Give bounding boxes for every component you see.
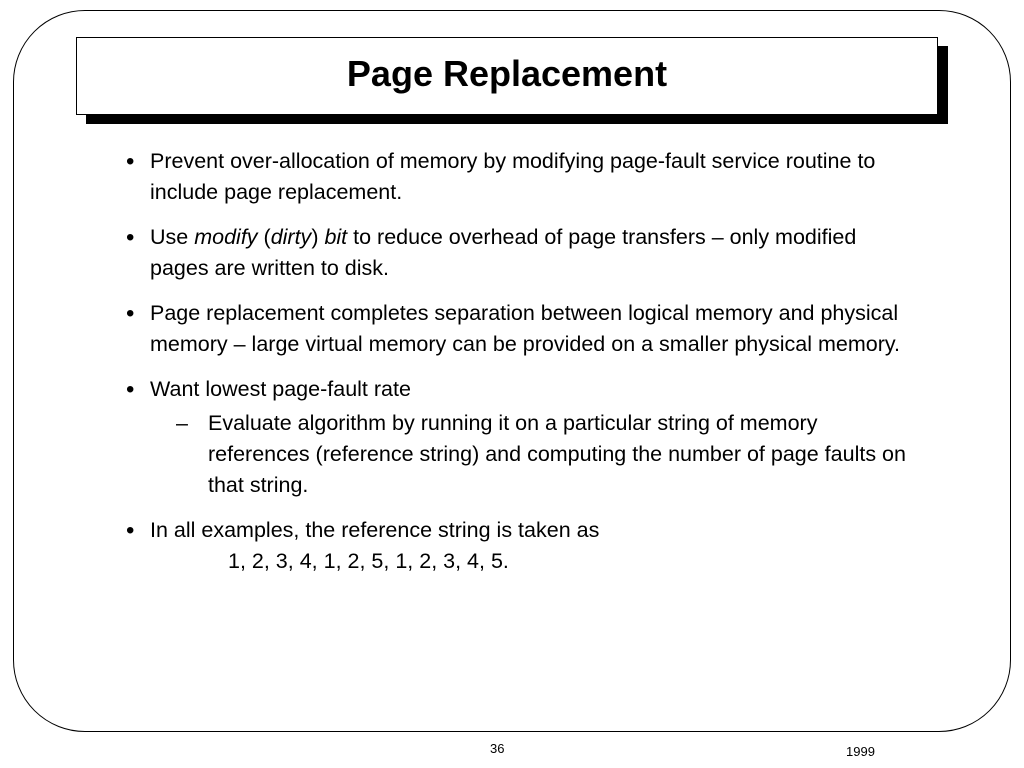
slide-frame: [13, 10, 1011, 732]
bullet-dot: •: [126, 148, 135, 175]
bullet-dot: •: [126, 224, 135, 251]
bullet-term-modify: modify: [194, 225, 258, 249]
page-number: 36: [490, 741, 505, 756]
bullet-item-3: • Page replacement completes separation …: [118, 298, 918, 360]
bullet-item-5: • In all examples, the reference string …: [118, 515, 918, 577]
bullet-text: Page replacement completes separation be…: [150, 301, 900, 356]
bullet-item-1: • Prevent over-allocation of memory by m…: [118, 146, 918, 208]
reference-string: 1, 2, 3, 4, 1, 2, 5, 1, 2, 3, 4, 5.: [228, 549, 509, 573]
bullet-dot: •: [126, 517, 135, 544]
bullet-text: In all examples, the reference string is…: [150, 518, 600, 542]
bullet-text-prefix: Use: [150, 225, 195, 249]
bullet-item-4: • Want lowest page-fault rate – Evaluate…: [118, 374, 918, 501]
slide-title: Page Replacement: [346, 53, 668, 94]
slide-content: • Prevent over-allocation of memory by m…: [118, 146, 918, 591]
bullet-term-bit: bit: [324, 225, 348, 249]
bullet-dot: •: [126, 300, 135, 327]
bullet-open-paren: (: [257, 225, 271, 249]
footer-year: 1999: [846, 744, 875, 759]
title-box: Page Replacement: [76, 37, 938, 115]
bullet-text: Prevent over-allocation of memory by mod…: [150, 149, 876, 204]
bullet-item-2: • Use modify (dirty) bit to reduce overh…: [118, 222, 918, 284]
bullet-term-dirty: dirty: [270, 225, 312, 249]
sub-bullet-text: Evaluate algorithm by running it on a pa…: [208, 411, 906, 497]
sub-bullet-item: – Evaluate algorithm by running it on a …: [150, 408, 918, 501]
bullet-close-paren: ): [311, 225, 325, 249]
bullet-text-suffix: to reduce overhead of page transfers – o…: [150, 225, 857, 280]
sub-bullet-dash: –: [176, 411, 188, 435]
bullet-dot: •: [126, 376, 135, 403]
bullet-text: Want lowest page-fault rate: [150, 377, 411, 401]
